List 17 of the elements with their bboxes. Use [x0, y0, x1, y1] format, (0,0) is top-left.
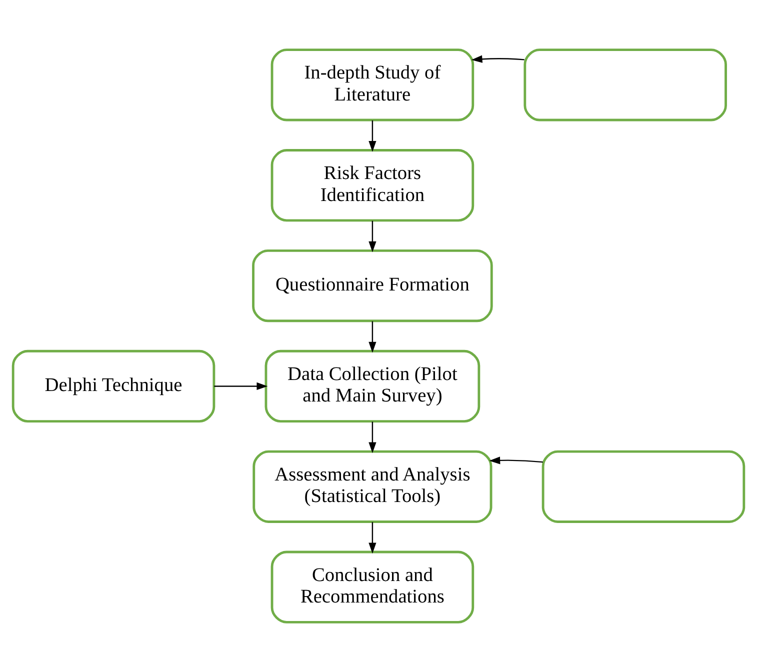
arrow: [489, 456, 543, 464]
node-box: Delphi Technique: [12, 350, 216, 423]
node-box: Data Collection (Pilot and Main Survey): [264, 350, 480, 423]
arrow: [368, 522, 376, 554]
node-box: [524, 48, 727, 122]
node-box: In-depth Study of Literature: [270, 48, 474, 122]
arrow: [368, 120, 376, 152]
node-box: Conclusion and Recommendations: [270, 550, 474, 624]
node-box: Assessment and Analysis (Statistical Tools): [252, 450, 492, 523]
arrow: [368, 220, 376, 252]
node-box: Questionnaire Formation: [252, 249, 493, 322]
node-box: Risk Factors Identification: [270, 149, 474, 222]
node-box: [542, 450, 746, 523]
arrow: [368, 422, 376, 454]
arrow: [368, 321, 376, 353]
arrow: [214, 382, 268, 390]
arrow: [471, 55, 524, 63]
